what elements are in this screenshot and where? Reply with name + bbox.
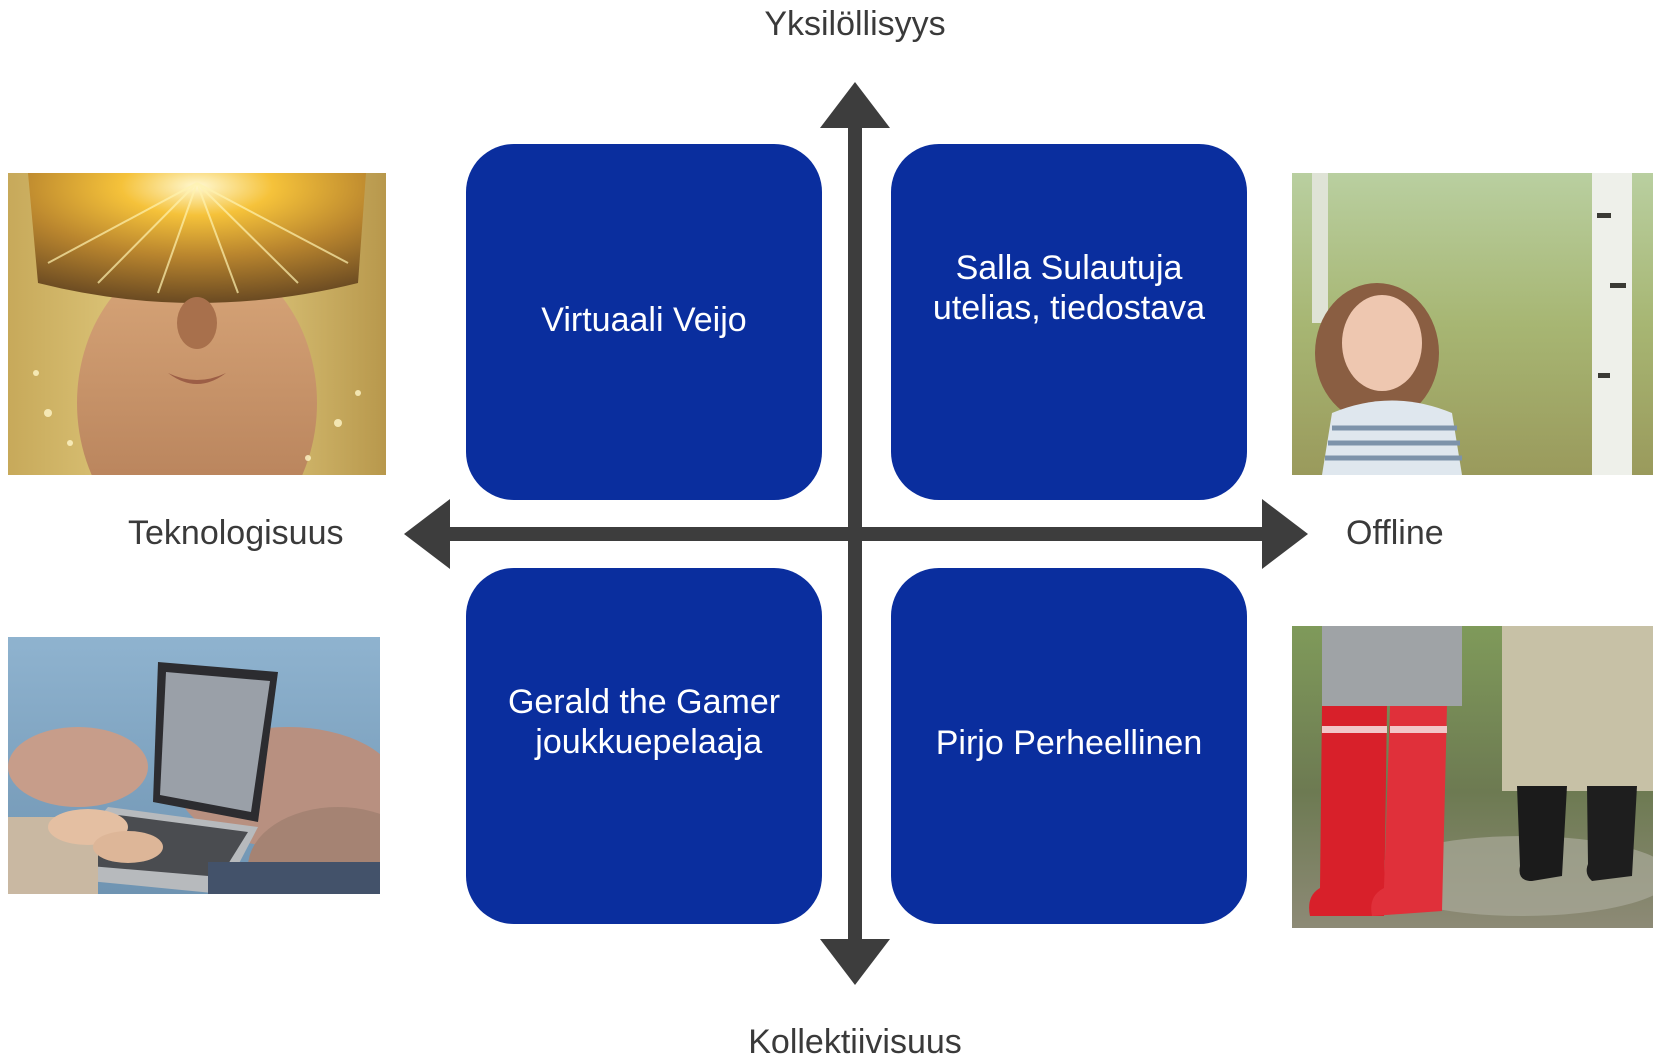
- quadrant-top-right: Salla Sulautuja utelias, tiedostava: [891, 144, 1247, 500]
- quadrant-top-left: Virtuaali Veijo: [466, 144, 822, 500]
- quadrant-subtitle: joukkuepelaaja: [525, 723, 763, 761]
- laptop-by-the-sea-photo: [8, 637, 380, 894]
- quadrant-title: Gerald the Gamer: [507, 683, 781, 721]
- vertical-axis-line: [848, 120, 862, 964]
- axis-label-right: Offline: [1346, 514, 1444, 552]
- axis-label-left: Teknologisuus: [128, 514, 344, 552]
- arrow-right-icon: [1262, 499, 1308, 569]
- horizontal-axis-line: [440, 527, 1270, 541]
- axis-label-top: Yksilöllisyys: [764, 5, 946, 43]
- quadrant-bottom-right: Pirjo Perheellinen: [891, 568, 1247, 924]
- quadrant-title: Virtuaali Veijo: [541, 301, 747, 339]
- quadrant-title: Salla Sulautuja: [955, 249, 1183, 287]
- quadrant-title: Pirjo Perheellinen: [935, 724, 1203, 762]
- arrow-down-icon: [820, 939, 890, 985]
- arrow-up-icon: [820, 82, 890, 128]
- axis-label-bottom: Kollektiivisuus: [748, 1023, 962, 1061]
- vr-headset-person-photo: [8, 173, 386, 475]
- quadrant-bottom-left: Gerald the Gamer joukkuepelaaja: [466, 568, 822, 924]
- arrow-left-icon: [404, 499, 450, 569]
- red-rubber-boots-photo: [1292, 626, 1653, 928]
- girl-in-forest-photo: [1292, 173, 1653, 475]
- quadrant-subtitle: utelias, tiedostava: [932, 289, 1206, 327]
